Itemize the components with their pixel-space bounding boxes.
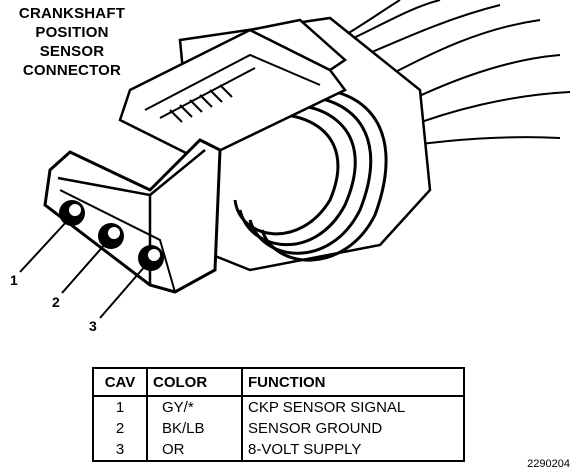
table-row: 2 BK/LB SENSOR GROUND	[92, 418, 465, 439]
pin-label-1: 1	[10, 272, 18, 288]
pin-label-3: 3	[89, 318, 97, 334]
header-color: COLOR	[146, 367, 243, 397]
leader-lines	[19, 219, 147, 319]
cell-function: 8-VOLT SUPPLY	[241, 439, 465, 462]
cell-cav: 2	[92, 418, 148, 439]
header-cav: CAV	[92, 367, 148, 397]
cell-function: SENSOR GROUND	[241, 418, 465, 439]
pin-cavities	[59, 200, 164, 271]
diagram-title: CRANKSHAFT POSITION SENSOR CONNECTOR	[2, 4, 142, 80]
title-line: CONNECTOR	[22, 62, 122, 79]
table-row: 1 GY/* CKP SENSOR SIGNAL	[92, 396, 465, 418]
figure-number: 2290204	[527, 458, 570, 470]
locking-tab	[118, 18, 348, 162]
title-line: SENSOR	[39, 43, 105, 60]
title-line: CRANKSHAFT	[18, 5, 126, 22]
title-line: POSITION	[35, 24, 109, 41]
cell-color: BK/LB	[146, 418, 243, 439]
pin-label-2: 2	[52, 294, 60, 310]
cell-cav: 3	[92, 439, 148, 462]
connector-face	[43, 138, 222, 294]
table-header-row: CAV COLOR FUNCTION	[92, 367, 465, 397]
cell-function: CKP SENSOR SIGNAL	[241, 396, 465, 418]
cell-cav: 1	[92, 396, 148, 418]
table-row: 3 OR 8-VOLT SUPPLY	[92, 439, 465, 462]
header-function: FUNCTION	[241, 367, 465, 397]
cell-color: GY/*	[146, 396, 243, 418]
pinout-table: CAV COLOR FUNCTION 1 GY/* CKP SENSOR SIG…	[92, 367, 465, 462]
cell-color: OR	[146, 439, 243, 462]
